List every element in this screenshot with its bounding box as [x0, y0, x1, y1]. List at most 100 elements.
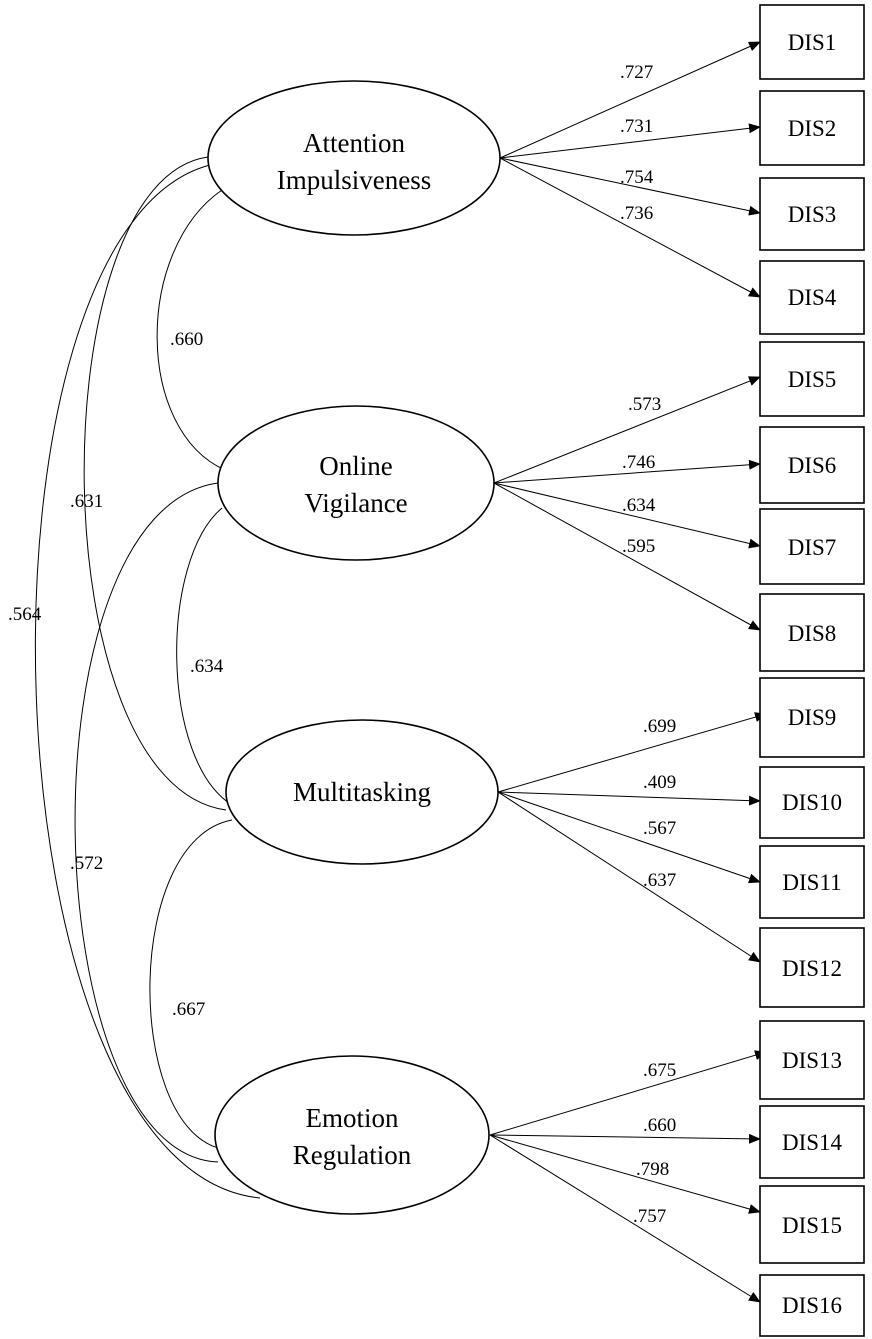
loading-label-dis8: .595	[622, 536, 655, 557]
indicator-dis10: DIS10	[759, 766, 865, 839]
corr-arc-attention-emotion	[34, 164, 261, 1199]
latent-online-vigilance: Online Vigilance	[217, 405, 495, 561]
loading-label-dis5: .573	[628, 394, 661, 415]
latent-ellipse-vigilance	[217, 405, 495, 561]
indicator-label-dis16: DIS16	[782, 1293, 842, 1318]
indicator-label-dis10: DIS10	[782, 790, 842, 815]
indicator-label-dis1: DIS1	[788, 30, 837, 55]
indicator-label-dis6: DIS6	[788, 453, 837, 478]
loading-arrow-dis1	[499, 41, 761, 159]
loading-label-dis2: .731	[620, 116, 653, 137]
indicator-label-dis5: DIS5	[788, 367, 837, 392]
loading-arrow-dis10	[497, 791, 761, 806]
indicator-label-dis13: DIS13	[782, 1048, 842, 1073]
indicator-label-dis12: DIS12	[782, 956, 842, 981]
indicator-dis8: DIS8	[759, 593, 865, 672]
loading-label-dis7: .634	[622, 495, 656, 516]
indicator-boxes: DIS1 DIS2 DIS3 DIS4 DIS5 DIS6 DIS7 DIS8	[759, 4, 865, 1337]
loading-label-dis15: .798	[636, 1159, 669, 1180]
latent-label-multitasking: Multitasking	[293, 777, 431, 807]
loading-arrow-dis14	[489, 1133, 761, 1144]
loading-arrow-dis9	[497, 712, 767, 793]
corr-label-attention-vigilance: .660	[170, 329, 203, 350]
indicator-box-dis13	[759, 1020, 865, 1100]
indicator-box-dis5	[759, 341, 865, 417]
indicator-dis9: DIS9	[759, 677, 865, 758]
indicator-box-dis2	[759, 90, 865, 166]
loading-arrow-dis7	[493, 482, 761, 549]
latent-label-attention-line2: Impulsiveness	[277, 165, 432, 195]
loading-label-dis10: .409	[643, 772, 676, 793]
latent-label-attention-line1: Attention	[303, 128, 405, 158]
latent-factors: Attention Impulsiveness Online Vigilance…	[207, 80, 501, 1215]
loading-label-dis14: .660	[643, 1115, 676, 1136]
loading-label-dis6: .746	[622, 452, 655, 473]
loading-labels: .727 .731 .754 .736 .573 .746 .634 .595 …	[620, 62, 676, 1227]
loading-label-dis9: .699	[643, 716, 676, 737]
indicator-box-dis11	[759, 845, 865, 919]
indicator-box-dis14	[759, 1105, 865, 1179]
indicator-label-dis11: DIS11	[782, 870, 841, 895]
indicator-label-dis3: DIS3	[788, 202, 837, 227]
corr-arc-attention-multitasking	[83, 156, 227, 811]
corr-label-vigilance-emotion: .572	[70, 853, 103, 874]
corr-arc-vigilance-emotion	[74, 482, 219, 1163]
indicator-box-dis4	[759, 260, 865, 335]
indicator-dis2: DIS2	[759, 90, 865, 166]
corr-arc-multitasking-emotion	[149, 819, 233, 1149]
loading-label-dis3: .754	[620, 167, 654, 188]
indicator-dis7: DIS7	[759, 508, 865, 585]
corr-label-attention-emotion: .564	[8, 604, 42, 625]
corr-arc-attention-vigilance	[156, 189, 226, 471]
loading-arrow-dis15	[489, 1134, 761, 1214]
indicator-box-dis8	[759, 593, 865, 672]
indicator-box-dis7	[759, 508, 865, 585]
loading-arrows	[489, 41, 767, 1303]
indicator-label-dis8: DIS8	[788, 621, 837, 646]
loading-arrow-dis2	[499, 123, 761, 159]
latent-ellipse-emotion	[214, 1055, 490, 1215]
indicator-dis12: DIS12	[759, 927, 865, 1008]
indicator-box-dis10	[759, 766, 865, 839]
loading-arrow-dis6	[493, 459, 761, 484]
loading-arrow-dis16	[489, 1134, 761, 1303]
indicator-box-dis12	[759, 927, 865, 1008]
latent-label-vigilance-line2: Vigilance	[304, 488, 407, 518]
indicator-box-dis15	[759, 1185, 865, 1264]
loading-arrow-dis4	[499, 157, 761, 298]
indicator-dis6: DIS6	[759, 426, 865, 504]
latent-label-vigilance-line1: Online	[319, 451, 393, 481]
loading-label-dis13: .675	[643, 1060, 676, 1081]
indicator-box-dis16	[759, 1274, 865, 1337]
indicator-label-dis2: DIS2	[788, 116, 837, 141]
indicator-label-dis14: DIS14	[782, 1130, 843, 1155]
correlation-arcs	[34, 156, 261, 1199]
indicator-label-dis7: DIS7	[788, 535, 837, 560]
indicator-dis16: DIS16	[759, 1274, 865, 1337]
loading-label-dis16: .757	[633, 1206, 666, 1227]
loading-label-dis11: .567	[643, 818, 676, 839]
loading-arrow-dis11	[497, 791, 761, 884]
loading-label-dis12: .637	[643, 870, 676, 891]
latent-multitasking: Multitasking	[225, 719, 499, 865]
indicator-dis13: DIS13	[759, 1020, 865, 1100]
loading-arrow-dis12	[497, 791, 761, 963]
indicator-dis5: DIS5	[759, 341, 865, 417]
loading-arrow-dis3	[499, 157, 761, 216]
loading-label-dis1: .727	[620, 62, 653, 83]
corr-label-vigilance-multitasking: .634	[190, 656, 224, 677]
latent-label-emotion-line2: Regulation	[293, 1140, 412, 1170]
loading-arrow-dis8	[493, 482, 761, 631]
loading-arrow-dis5	[493, 376, 761, 484]
latent-ellipse-multitasking	[225, 719, 499, 865]
latent-label-emotion-line1: Emotion	[306, 1103, 399, 1133]
indicator-dis3: DIS3	[759, 177, 865, 251]
corr-label-attention-multitasking: .631	[70, 491, 103, 512]
latent-emotion-regulation: Emotion Regulation	[214, 1055, 490, 1215]
indicator-dis15: DIS15	[759, 1185, 865, 1264]
indicator-box-dis6	[759, 426, 865, 504]
indicator-label-dis4: DIS4	[788, 285, 837, 310]
loading-label-dis4: .736	[620, 203, 653, 224]
